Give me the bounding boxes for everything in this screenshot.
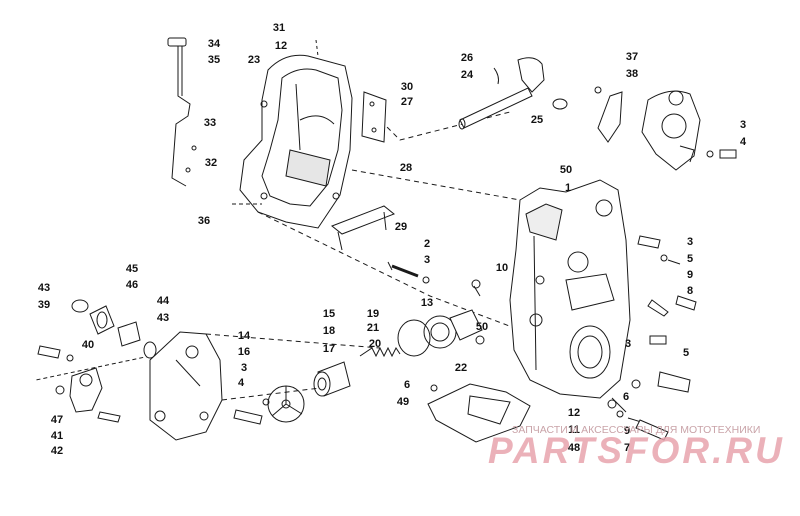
- callout-label: 45: [125, 263, 139, 275]
- bolt-part: [706, 149, 737, 159]
- gasket-part: [397, 319, 431, 357]
- chaincase-cover-part: [239, 54, 353, 229]
- callout-label: 33: [203, 117, 217, 129]
- callout-label: 5: [682, 347, 690, 359]
- callout-label: 14: [237, 330, 251, 342]
- impeller-part: [267, 385, 305, 423]
- callout-label: 9: [686, 269, 694, 281]
- callout-label: 29: [394, 221, 408, 233]
- callout-label: 13: [420, 297, 434, 309]
- callout-label: 34: [207, 38, 221, 50]
- callout-label: 3: [624, 338, 632, 350]
- callout-label: 6: [403, 379, 411, 391]
- callout-label: 50: [475, 321, 489, 333]
- bracket-part: [331, 205, 395, 251]
- callout-label: 24: [460, 69, 474, 81]
- callout-label: 37: [625, 51, 639, 63]
- pump-housing-part: [423, 309, 485, 349]
- callout-label: 48: [567, 442, 581, 454]
- linkage-rod-part: [167, 37, 197, 187]
- callout-label: 25: [530, 114, 544, 126]
- callout-label: 2: [423, 238, 431, 250]
- callout-label: 20: [368, 338, 382, 350]
- shift-shaft-part: [458, 57, 568, 130]
- callout-label: 4: [237, 377, 245, 389]
- callout-label: 3: [739, 119, 747, 131]
- side-cover-part: [149, 331, 223, 441]
- callout-label: 43: [37, 282, 51, 294]
- watermark-caption: ЗАПЧАСТИ И АКСЕССУАРЫ ДЛЯ МОТОТЕХНИКИ: [512, 424, 761, 436]
- actuator-part: [594, 86, 701, 171]
- callout-label: 38: [625, 68, 639, 80]
- callout-label: 41: [50, 430, 64, 442]
- callout-label: 23: [247, 54, 261, 66]
- callout-label: 39: [37, 299, 51, 311]
- callout-label: 46: [125, 279, 139, 291]
- callout-label: 12: [567, 407, 581, 419]
- callout-label: 31: [272, 22, 286, 34]
- callout-label: 3: [423, 254, 431, 266]
- callout-label: 17: [322, 343, 336, 355]
- callout-label: 16: [237, 346, 251, 358]
- callout-label: 7: [623, 442, 631, 454]
- callout-label: 6: [622, 391, 630, 403]
- callout-label: 49: [396, 396, 410, 408]
- callout-label: 9: [623, 425, 631, 437]
- callout-label: 43: [156, 312, 170, 324]
- callout-label: 27: [400, 96, 414, 108]
- callout-label: 12: [274, 40, 288, 52]
- oil-pan-part: [427, 383, 531, 443]
- callout-label: 26: [460, 52, 474, 64]
- callout-label: 35: [207, 54, 221, 66]
- callout-label: 5: [686, 253, 694, 265]
- callout-label: 21: [366, 322, 380, 334]
- plate-part: [361, 91, 387, 143]
- callout-label: 36: [197, 215, 211, 227]
- callout-label: 22: [454, 362, 468, 374]
- callout-label: 28: [399, 162, 413, 174]
- callout-label: 3: [240, 362, 248, 374]
- callout-label: 42: [50, 445, 64, 457]
- callout-label: 4: [739, 136, 747, 148]
- callout-label: 30: [400, 81, 414, 93]
- callout-label: 44: [156, 295, 170, 307]
- callout-label: 11: [568, 424, 580, 436]
- watermark-logo: PARTSFOR.RU: [488, 430, 785, 471]
- callout-label: 32: [204, 157, 218, 169]
- mount-bracket-part: [55, 367, 121, 423]
- callout-label: 19: [366, 308, 380, 320]
- callout-label: 50: [559, 164, 573, 176]
- gearcase-housing-part: [509, 179, 631, 399]
- spring-part: [359, 346, 401, 358]
- sleeve-part: [313, 361, 351, 397]
- callout-label: 3: [686, 236, 694, 248]
- bushing-part: [71, 299, 157, 359]
- callout-label: 47: [50, 414, 64, 426]
- callout-label: 10: [495, 262, 509, 274]
- callout-label: 1: [564, 182, 572, 194]
- callout-label: 40: [81, 339, 95, 351]
- callout-label: 15: [322, 308, 336, 320]
- callout-label: 18: [322, 325, 336, 337]
- callout-label: 8: [686, 285, 694, 297]
